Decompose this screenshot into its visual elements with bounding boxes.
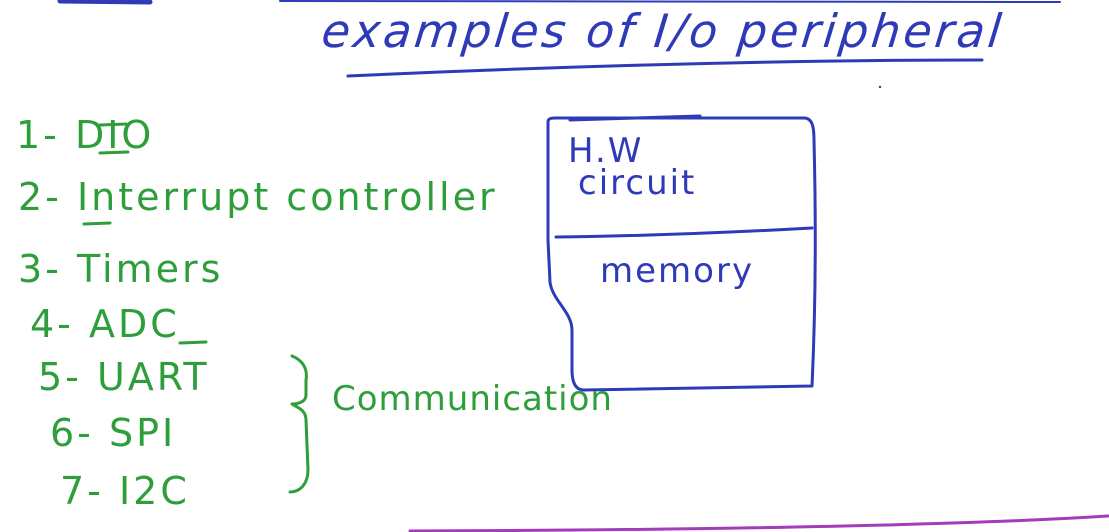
page-title: examples of I/o peripheral	[319, 4, 1007, 58]
box-upper-label-line1: H.W	[568, 131, 644, 171]
box-top-scribble	[568, 114, 702, 122]
communication-group-label: Communication	[332, 379, 613, 419]
memory-box-divider	[554, 226, 814, 239]
box-lower-label: memory	[600, 251, 755, 291]
list-item: 1- DIO	[16, 113, 155, 157]
list-item: 6- SPI	[50, 411, 177, 455]
list-item: 4- ADC	[30, 302, 180, 346]
top-edge-stroke	[57, 0, 153, 5]
list-item: 2- Interrupt controller	[18, 175, 498, 219]
interrupt-i-underline	[82, 221, 112, 226]
box-upper-label-line2: circuit	[578, 163, 697, 203]
title-underline	[346, 58, 984, 78]
communication-bracket	[288, 354, 310, 494]
list-item: 5- UART	[38, 355, 210, 399]
bottom-edge-stroke	[408, 514, 1109, 532]
dio-i-bar	[98, 122, 130, 155]
top-edge-stroke-right	[279, 0, 1061, 3]
list-item: 3- Timers	[18, 247, 224, 291]
adc-c-underline	[178, 340, 208, 345]
list-item: 7- I2C	[60, 469, 190, 513]
stray-dot	[878, 85, 882, 89]
